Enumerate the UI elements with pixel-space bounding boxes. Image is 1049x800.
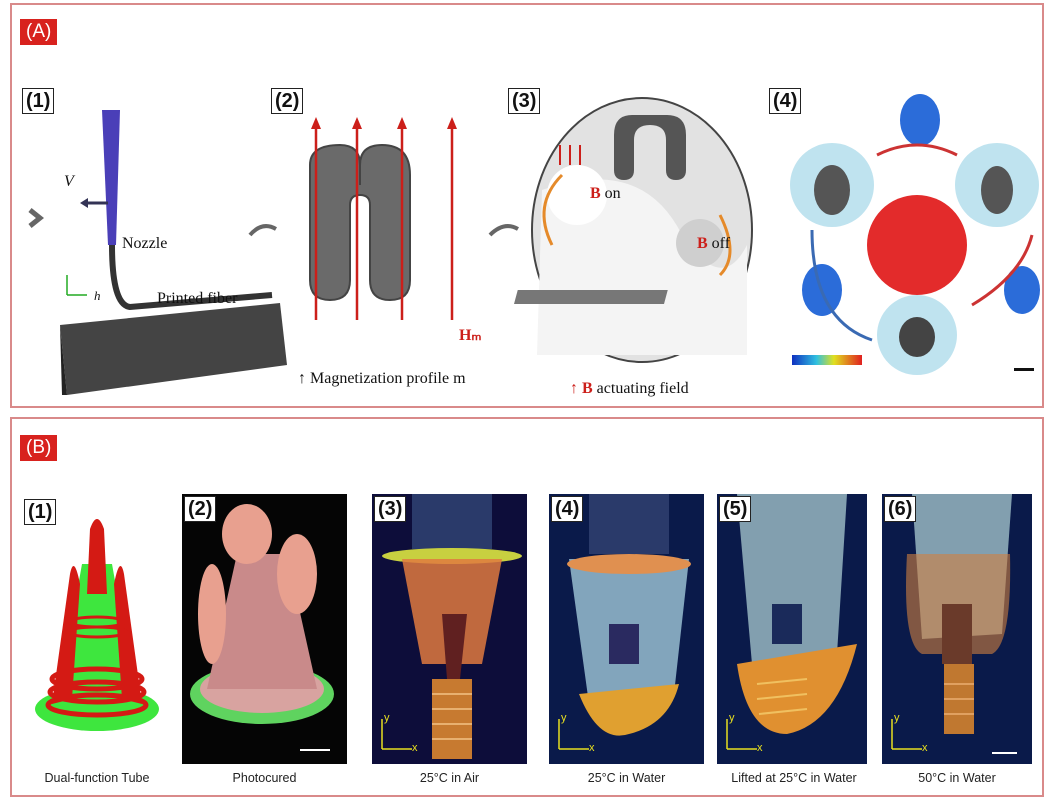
photo-25c-air: y x (3) bbox=[372, 494, 527, 764]
hand-icon bbox=[900, 94, 940, 146]
nozzle-label: Nozzle bbox=[122, 235, 167, 253]
magnetization-illustration bbox=[232, 105, 472, 405]
hand-cycle-illustration bbox=[782, 75, 1042, 375]
axis-x-label: x bbox=[412, 742, 418, 754]
actuating-field-text: actuating field bbox=[597, 380, 689, 397]
caption-25c-air: 25°C in Air bbox=[372, 771, 527, 785]
panel-b-item3-number: (3) bbox=[374, 496, 406, 522]
photo-photocured: (2) bbox=[182, 494, 347, 764]
photo-lifted-25c-water: y x (5) bbox=[717, 494, 867, 764]
panel-b-item2-number: (2) bbox=[184, 496, 216, 522]
arrow-icon bbox=[30, 210, 40, 226]
actuating-field-caption: ↑ B actuating field bbox=[570, 380, 689, 398]
hand-icon bbox=[814, 165, 850, 215]
panel-b-item5-number: (5) bbox=[719, 496, 751, 522]
caption-50c-water: 50°C in Water bbox=[882, 771, 1032, 785]
field-h-label: Hₘ bbox=[459, 325, 481, 345]
panel-b-item6-number: (6) bbox=[884, 496, 916, 522]
b-off-label: B off bbox=[697, 235, 730, 253]
panel-a-tag: (A) bbox=[20, 19, 57, 45]
scale-bar bbox=[300, 749, 330, 751]
panel-b-tag: (B) bbox=[20, 435, 57, 461]
panel-b-item4-number: (4) bbox=[551, 496, 583, 522]
b-on-label: B on bbox=[590, 185, 621, 203]
panel-a: (A) (1) V h Nozzle Printed fiber (2) Hₘ … bbox=[10, 3, 1044, 408]
magnetization-caption: ↑ Magnetization profile m bbox=[298, 370, 466, 388]
scale-bar bbox=[1014, 368, 1034, 371]
b-symbol: B bbox=[697, 235, 708, 252]
caption-photocured: Photocured bbox=[182, 771, 347, 785]
axis-x-label: x bbox=[757, 742, 763, 754]
tube-schematic bbox=[22, 504, 172, 754]
b-symbol: B bbox=[590, 185, 601, 202]
b-on-text: on bbox=[605, 185, 621, 202]
caption-dual-function-tube: Dual-function Tube bbox=[22, 771, 172, 785]
arrow-icon bbox=[490, 226, 518, 235]
axis-y-label: y bbox=[384, 712, 390, 724]
up-arrow-icon: ↑ bbox=[298, 370, 306, 387]
axis-y-label: y bbox=[894, 712, 900, 724]
arrow-icon bbox=[250, 226, 276, 235]
axis-y-label: y bbox=[561, 712, 567, 724]
colorbar bbox=[792, 355, 862, 365]
hand-icon bbox=[981, 166, 1013, 214]
hand-icon bbox=[899, 317, 935, 357]
panel-b: (B) (1) Dual-function Tube (2) Photocure… bbox=[10, 417, 1044, 797]
scale-bar bbox=[992, 752, 1017, 754]
up-arrow-icon: ↑ bbox=[570, 380, 578, 397]
b-off-text: off bbox=[712, 235, 730, 252]
printed-fiber-label: Printed fiber bbox=[157, 290, 237, 308]
caption-lifted-25c-water: Lifted at 25°C in Water bbox=[709, 771, 879, 785]
caption-25c-water: 25°C in Water bbox=[549, 771, 704, 785]
axis-y-label: y bbox=[729, 712, 735, 724]
axis-x-label: x bbox=[922, 742, 928, 754]
height-label: h bbox=[94, 288, 101, 304]
axis-x-label: x bbox=[589, 742, 595, 754]
magnetization-caption-text: Magnetization profile m bbox=[310, 370, 466, 387]
b-symbol: B bbox=[582, 380, 593, 397]
photo-25c-water: y x (4) bbox=[549, 494, 704, 764]
velocity-label: V bbox=[64, 173, 74, 191]
photo-50c-water: y x (6) bbox=[882, 494, 1032, 764]
